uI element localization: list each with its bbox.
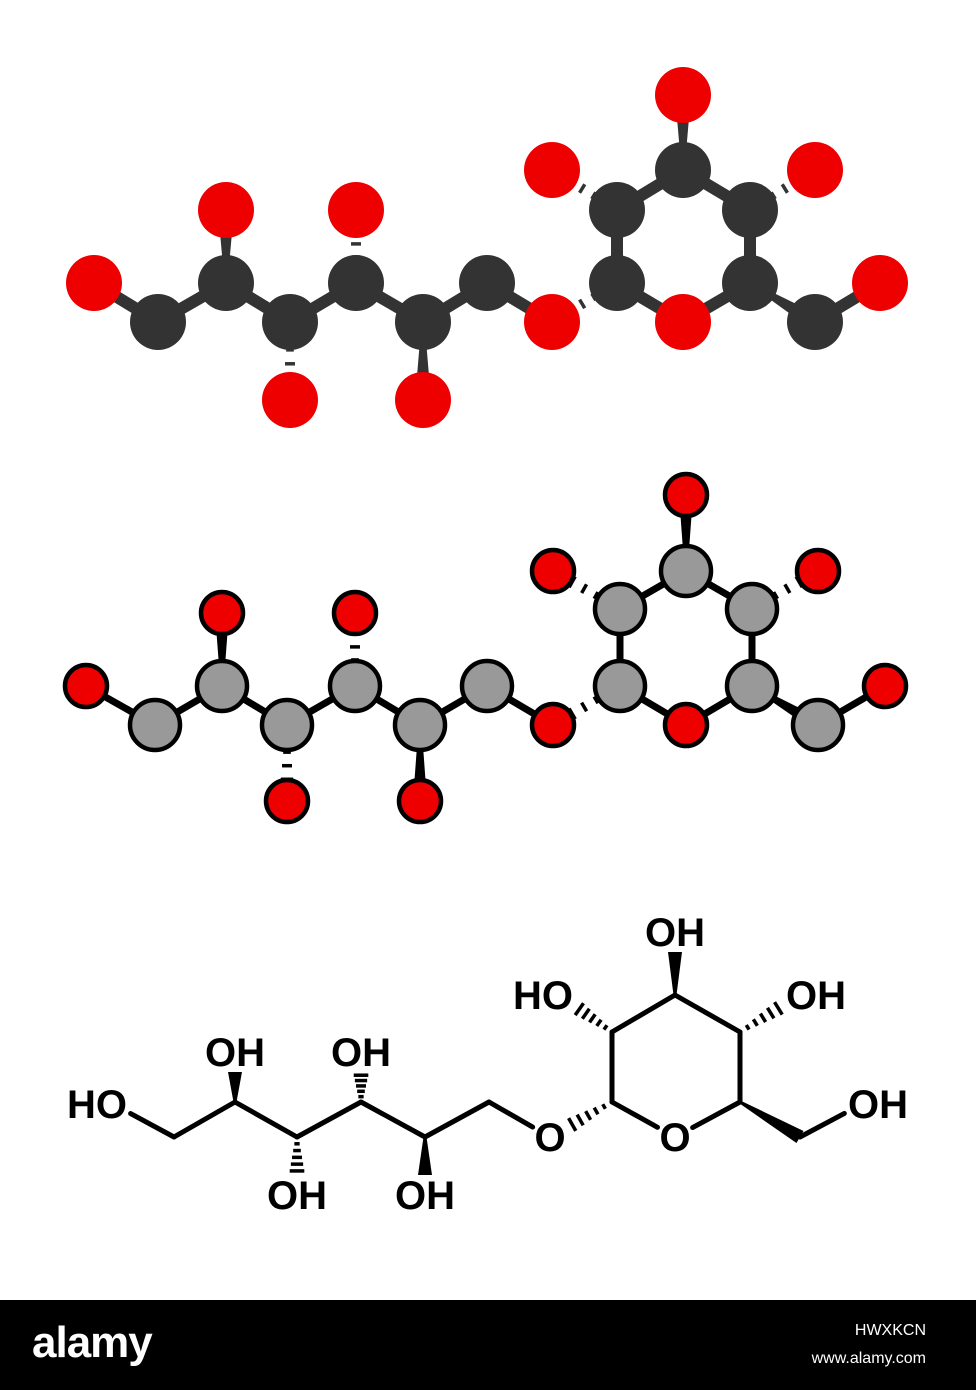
atom-O4 xyxy=(331,589,379,637)
atom-R3 xyxy=(655,142,711,198)
atom-C1 xyxy=(130,294,186,350)
bond-C2-C3 xyxy=(232,1099,300,1140)
site-url: www.alamy.com xyxy=(811,1350,926,1367)
atom-OR6 xyxy=(852,255,908,311)
ball-and-stick-model xyxy=(62,471,909,825)
atom-C6 xyxy=(459,658,515,714)
bond-R4-OR4 xyxy=(744,1001,784,1031)
atom-O5 xyxy=(395,372,451,428)
atom-label-O3: OH xyxy=(267,1174,327,1218)
bond-O1-C1 xyxy=(128,1111,177,1140)
atom-C5 xyxy=(392,697,448,753)
atom-OR3 xyxy=(662,471,710,519)
bond-C5-O5 xyxy=(418,1137,432,1175)
atom-label-O5: OH xyxy=(395,1174,455,1218)
atom-C1 xyxy=(127,697,183,753)
atom-R5 xyxy=(722,255,778,311)
bond-C6-Og xyxy=(486,1099,536,1130)
bond-R1-Og xyxy=(567,1103,607,1132)
atom-R6 xyxy=(790,697,846,753)
atom-Oring xyxy=(655,294,711,350)
atom-OR4 xyxy=(787,142,843,198)
atom-C3 xyxy=(262,294,318,350)
atom-O3 xyxy=(262,372,318,428)
atom-label-OR3: OH xyxy=(645,911,705,955)
bond-C3-O3 xyxy=(289,1142,305,1173)
atom-label-OR4: OH xyxy=(786,974,846,1018)
atom-label-O2: OH xyxy=(205,1031,265,1075)
atom-O4 xyxy=(328,182,384,238)
bond-Oring-R1 xyxy=(609,1099,661,1130)
atom-O2 xyxy=(198,182,254,238)
bond-R3-R4 xyxy=(672,992,743,1035)
bond-R5-R6 xyxy=(739,1100,804,1144)
atom-label-O4: OH xyxy=(331,1031,391,1075)
space-filling-model xyxy=(66,67,908,428)
atom-OR3 xyxy=(655,67,711,123)
atom-C6 xyxy=(459,255,515,311)
atom-R6 xyxy=(787,294,843,350)
atom-label-Oring: O xyxy=(659,1116,690,1160)
brand-logo: alamy xyxy=(32,1318,153,1367)
atom-C2 xyxy=(198,255,254,311)
atom-OR2 xyxy=(524,142,580,198)
bond-R2-OR2 xyxy=(573,1002,609,1031)
atom-label-Og: O xyxy=(534,1116,565,1160)
atom-R5 xyxy=(724,658,780,714)
bond-R3-OR3 xyxy=(668,952,682,995)
bond-R5-Oring xyxy=(690,1099,743,1131)
atom-Og xyxy=(524,294,580,350)
atom-OR2 xyxy=(529,547,577,595)
atom-C3 xyxy=(259,697,315,753)
atom-O3 xyxy=(263,777,311,825)
atom-R3 xyxy=(658,543,714,599)
atom-C4 xyxy=(327,658,383,714)
bond-C5-C6 xyxy=(422,1099,492,1140)
atom-O5 xyxy=(396,777,444,825)
atom-Oring xyxy=(662,701,710,749)
bond-R2-R3 xyxy=(609,992,678,1035)
atom-R1 xyxy=(592,658,648,714)
atom-R4 xyxy=(724,581,780,637)
atom-O1 xyxy=(66,255,122,311)
atom-OR4 xyxy=(794,547,842,595)
atom-C5 xyxy=(395,294,451,350)
atom-R1 xyxy=(589,255,645,311)
image-code: HWXKCN xyxy=(854,1322,926,1339)
watermark-footer: alamy HWXKCN www.alamy.com xyxy=(0,1300,976,1390)
bond-R6-OR6 xyxy=(797,1110,847,1140)
atom-R2 xyxy=(589,182,645,238)
atom-O1 xyxy=(62,662,110,710)
atom-C4 xyxy=(328,255,384,311)
atom-label-O1: HO xyxy=(67,1083,127,1127)
bond-C4-C5 xyxy=(358,1099,428,1140)
atom-R2 xyxy=(592,581,648,637)
bond-C4-O4 xyxy=(353,1073,369,1099)
atom-OR6 xyxy=(861,662,909,710)
atom-C2 xyxy=(194,658,250,714)
bond-C2-O2 xyxy=(228,1072,242,1102)
atom-O2 xyxy=(198,589,246,637)
atom-label-OR6: OH xyxy=(848,1083,908,1127)
bond-C3-C4 xyxy=(294,1099,364,1140)
atom-R4 xyxy=(722,182,778,238)
bond-C1-C2 xyxy=(171,1099,238,1140)
atom-Og xyxy=(529,701,577,749)
atom-label-OR2: HO xyxy=(513,974,573,1018)
